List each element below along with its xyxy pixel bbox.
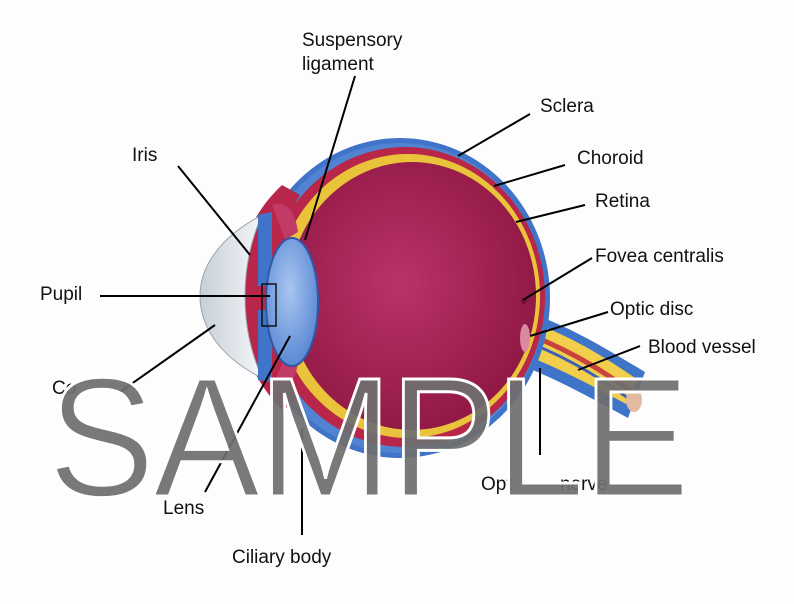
pupil-shape — [261, 283, 277, 327]
label-blood-vessel: Blood vessel — [648, 337, 756, 358]
leader-lines — [100, 75, 641, 535]
label-choroid: Choroid — [577, 148, 644, 169]
label-optic-disc: Optic disc — [610, 299, 693, 320]
label-retina: Retina — [595, 191, 650, 212]
optic-disc-mark — [520, 324, 530, 352]
label-suspensory-line1: Suspensory — [302, 30, 403, 51]
label-iris: Iris — [132, 145, 157, 166]
sample-watermark: SAMPLE — [48, 343, 688, 533]
label-fovea-centralis: Fovea centralis — [595, 246, 724, 267]
label-cornea-partial: Co — [52, 378, 76, 399]
label-pupil: Pupil — [40, 284, 82, 305]
label-sclera: Sclera — [540, 96, 594, 117]
label-ciliary-body: Ciliary body — [232, 547, 332, 568]
label-optic-nerve-tail: nerve — [560, 474, 608, 495]
label-optic-nerve-partial: Opt — [481, 474, 512, 495]
iris-shape — [258, 212, 272, 286]
label-suspensory-line2: ligament — [302, 54, 375, 75]
vitreous-body-shape — [288, 162, 536, 430]
ciliary-body-shape — [272, 203, 298, 240]
lens-shape — [265, 237, 319, 367]
label-lens: Lens — [163, 498, 204, 519]
